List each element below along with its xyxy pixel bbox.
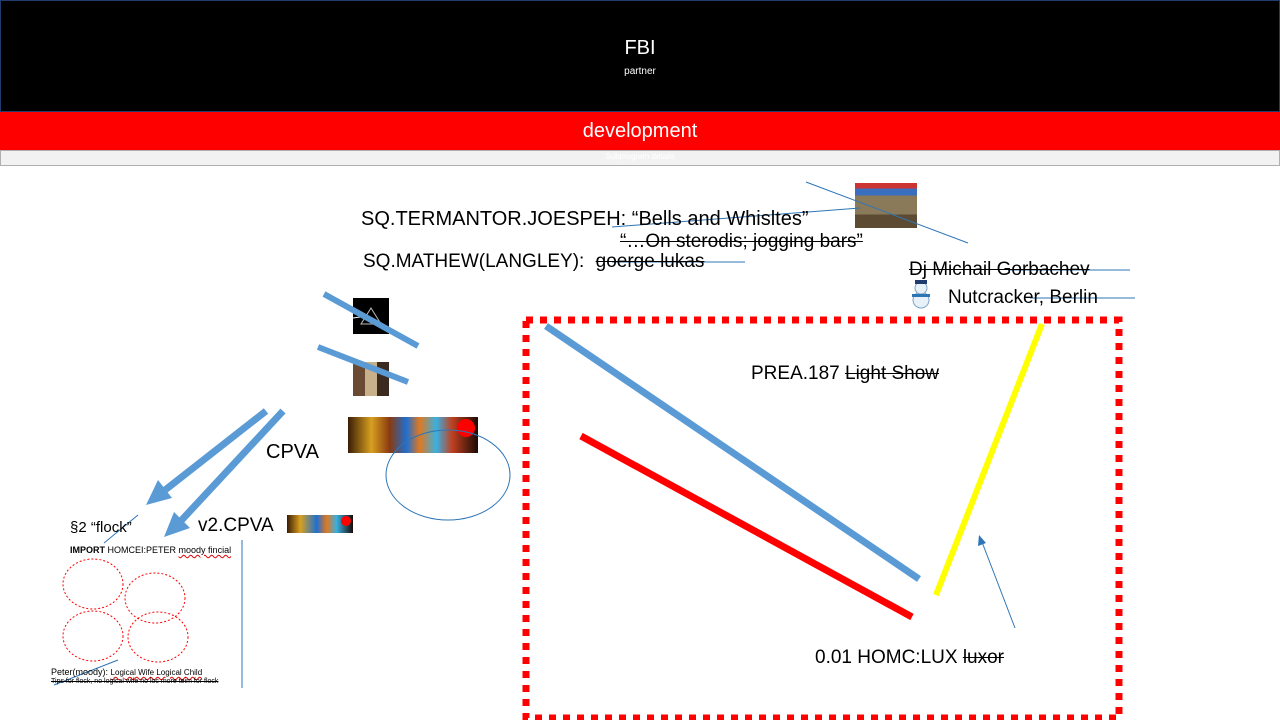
arrow-shaft: [175, 408, 286, 527]
strike-stroke: [322, 291, 420, 349]
development-band: [0, 112, 1280, 150]
arrow-head: [146, 480, 172, 505]
prea-struck: Light Show: [845, 363, 940, 384]
tips-line: Tips for flock, no logical wife no loc m…: [51, 678, 219, 685]
flock-circle: [62, 558, 124, 610]
peter-line: Peter(moody): Logical Wife Logical Child: [51, 667, 202, 677]
cpva-label: CPVA: [266, 441, 319, 463]
fractal-image: [348, 417, 478, 453]
flock-circle: [62, 610, 124, 662]
mathew-struck: goerge lukas: [595, 251, 705, 272]
homc-struck: luxor: [962, 647, 1005, 668]
peter-struck: Logical Wife Logical Child: [110, 668, 203, 677]
connector-line: [611, 207, 861, 228]
header-title: FBI: [624, 37, 656, 59]
v2-cpva-label: v2.CPVA: [198, 515, 274, 536]
strike-stroke: [316, 344, 410, 385]
snowman-icon: [912, 280, 930, 309]
yellow-diagonal-line: [933, 322, 1045, 597]
import-keyword: IMPORT: [70, 545, 105, 555]
prea-label: PREA.187 Light Show: [751, 363, 939, 385]
fractal-small-red-dot: [341, 516, 351, 526]
connector-line: [103, 514, 139, 544]
flock-circle: [124, 572, 186, 624]
nutcracker-label: Nutcracker, Berlin: [948, 287, 1098, 308]
dotted-red-frame: [522, 316, 1123, 720]
mathew-prefix: SQ.MATHEW(LANGLEY):: [363, 251, 585, 272]
gijoe-box-image: [855, 183, 917, 228]
flock-import-line: IMPORT HOMCEI:PETER moody fincial: [70, 545, 231, 555]
termantor-label: SQ.TERMANTOR.JOESPEH: “Bells and Whislte…: [361, 208, 809, 230]
header-subtitle: partner: [624, 66, 656, 77]
header-band: [0, 0, 1280, 112]
blue-diagonal-line: [544, 323, 921, 582]
development-label: development: [582, 120, 698, 142]
homc-label: 0.01 HOMC:LUX luxor: [815, 647, 1004, 669]
connector-line: [805, 181, 969, 244]
red-diagonal-line: [579, 432, 914, 621]
loop-ellipse: [385, 429, 511, 521]
connector-line: [53, 659, 119, 686]
flock-title: §2 “flock”: [70, 519, 132, 536]
peter-prefix: Peter(moody):: [51, 667, 109, 677]
import-target: HOMCEI:PETER: [107, 545, 177, 555]
arrow-head: [164, 512, 190, 537]
subtitle-strip-text: Subprogram details: [605, 152, 675, 161]
small-arrow-shaft: [981, 541, 1016, 629]
arrow-shaft: [157, 408, 269, 497]
import-struck: moody fincial: [178, 545, 232, 555]
prea-prefix: PREA.187: [751, 363, 840, 384]
steroids-line: “…On sterodis; jogging bars”: [620, 231, 863, 252]
fractal-small-image: [287, 515, 353, 533]
homc-prefix: 0.01 HOMC:LUX: [815, 647, 958, 668]
small-arrow-head: [978, 535, 986, 546]
mathew-label: SQ.MATHEW(LANGLEY): goerge lukas: [363, 251, 704, 273]
flock-circle: [127, 611, 189, 663]
gorbachev-label: Dj Michail Gorbachev: [909, 259, 1090, 280]
